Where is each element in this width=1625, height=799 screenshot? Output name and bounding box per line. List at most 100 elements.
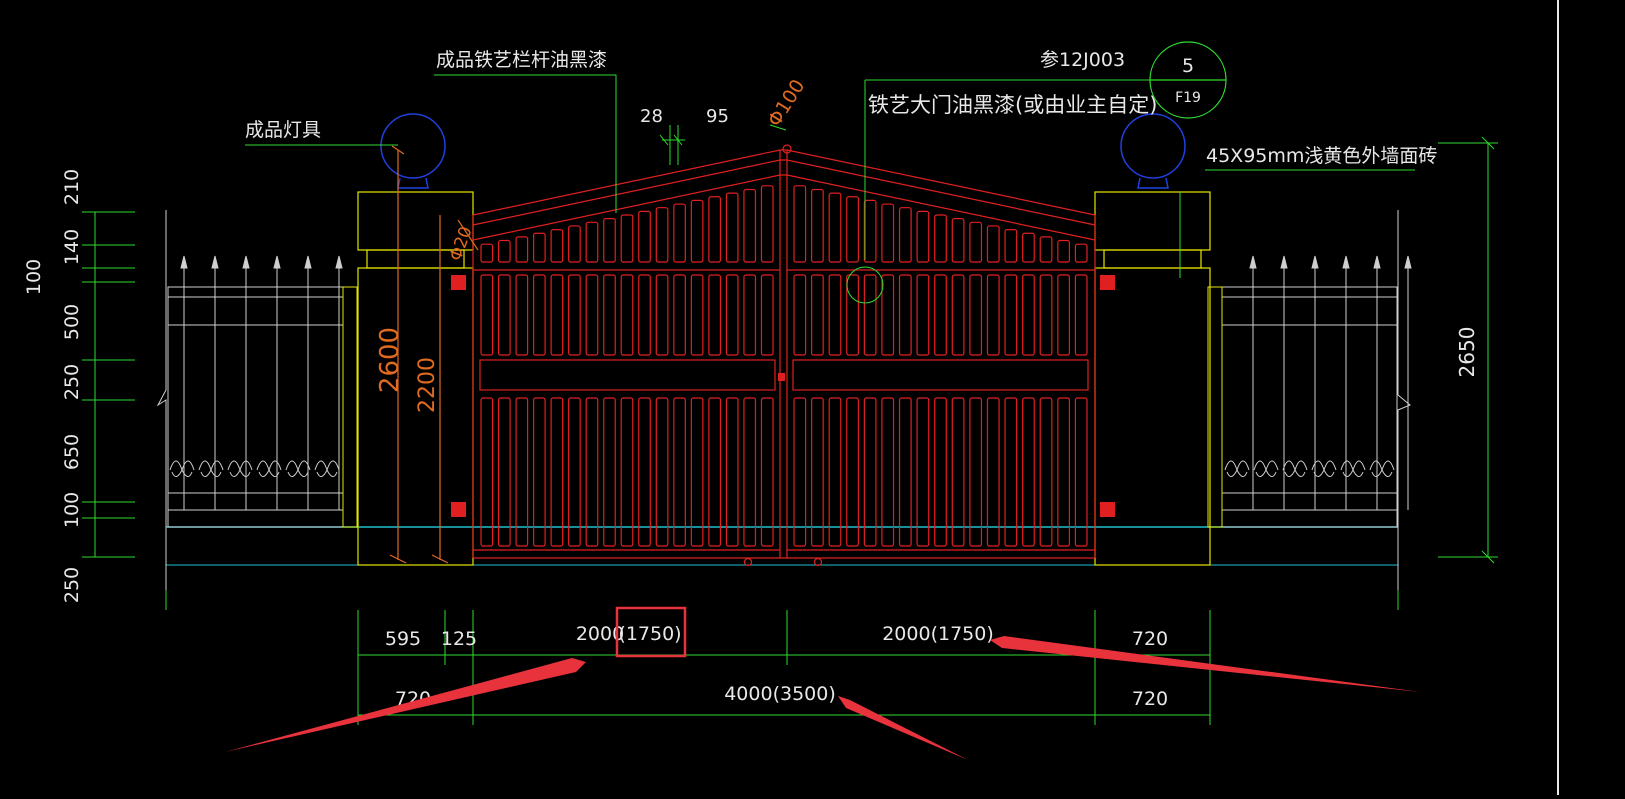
fence-scroll [1323,460,1337,477]
gate-mid-bar [1022,274,1035,356]
gate-bottom-bar [793,397,807,547]
gate-mid-bar [898,274,912,356]
gate-bottom-bar [550,397,564,547]
dim-250-mid: 250 [61,364,83,400]
gate-top-bar [846,196,859,263]
gate-bottom-bar [881,397,895,547]
picket-spear-tip [273,255,281,269]
diameter-20: Φ20 [446,224,477,264]
gate-bottom-bar [532,397,546,547]
dim-total: 4000(3500) [724,683,836,705]
right-dimension [1438,136,1498,564]
detail-sheet: F19 [1175,90,1201,106]
gate-mid-bar [743,274,757,356]
picket-spear-tip [180,255,188,269]
gate-top-bar [881,203,895,263]
annotation-arrows [225,636,1420,760]
gate-top-bar [1039,236,1053,263]
gate-top-bar [969,221,983,263]
gate-mid-bar [1057,274,1071,356]
gate-bottom-bar [725,397,739,547]
gate-top-bar [951,218,965,263]
left-fence [156,210,358,590]
right-fence [1207,210,1412,590]
ref-note: 参12J003 [1040,49,1125,71]
dim-leaf-right: 2000(1750) [882,623,994,645]
fence-scroll [1311,460,1325,477]
gate-bottom-bar [1039,397,1053,547]
gate-note: 铁艺大门油黑漆(或由业主自定) [868,93,1157,117]
gate-top-bar [863,199,877,263]
gate-bottom-bar [1004,397,1018,547]
gate-top-bar [532,232,546,263]
gate-top-bar [638,210,651,263]
fence-scroll [1381,460,1395,477]
gate-top-bar [655,207,669,263]
picket-spear-tip [1311,255,1319,269]
detail-number: 5 [1182,55,1194,77]
gate-bottom-bar [655,397,669,547]
gate-mid-bar [760,274,774,356]
gate-top-bar [810,188,824,263]
ground-line [166,526,1398,566]
gate-mid-bar [934,274,947,356]
gate-bottom-bar [760,397,774,547]
fence-scroll [256,460,270,477]
dim-595: 595 [385,628,421,650]
gate-top-bar [1004,228,1018,263]
gate-bottom-bar [916,397,930,547]
fence-scroll [1253,460,1267,477]
fence-scroll [1369,460,1383,477]
dim-28: 28 [640,106,663,127]
arrow-to-total [838,696,968,760]
picket-spear-tip [304,255,312,269]
gate-bottom-bar [934,397,947,547]
gate-bottom-bar [638,397,651,547]
dim-500: 500 [61,304,83,340]
fence-scroll [1294,460,1308,477]
gate-top-bar [568,225,581,263]
gate-mid-bar [550,274,564,356]
gate-mid-bar [585,274,599,356]
annotation-leaders [245,74,1415,304]
gate-bottom-bar [969,397,983,547]
gate-top-bar [793,185,807,263]
dim-100-bottom: 100 [61,492,83,528]
gate-bottom-bar [1074,397,1088,547]
gate-hinges [451,275,1115,517]
gate-bottom-bar [828,397,842,547]
highlight-box [615,606,687,658]
picket-spear-tip [1280,255,1288,269]
bottom-dimension-labels: 595 125 2000 (1750) 2000(1750) 720 720 7… [385,623,1168,710]
dim-95: 95 [706,106,729,127]
gate-bottom-bar [497,397,511,547]
gate-mid-bar [793,274,807,356]
gate-bottom-bar [690,397,704,547]
fence-scroll [1265,460,1279,477]
picket-spear-tip [211,255,219,269]
fence-scroll [210,460,224,477]
height-2600: 2600 [375,327,405,393]
fence-scroll [1340,460,1354,477]
fence-scroll [239,460,253,477]
fence-scroll [268,460,282,477]
picket-spear-tip [1404,255,1412,269]
gate-top-bar [934,214,947,263]
dim-140: 140 [61,229,83,265]
gate-mid-bar [846,274,859,356]
gate-top-bar [515,236,529,263]
gate-bottom-bar [585,397,599,547]
fence-scroll [1282,460,1296,477]
gate-top-bar [480,243,494,263]
gate-bottom-bar [898,397,912,547]
gate-top-bar [725,192,739,263]
gate-mid-bar [951,274,965,356]
gate-mid-bar [725,274,739,356]
gate-top-bar [673,203,686,263]
gate-bottom-bar [673,397,686,547]
gate-top-bar [497,239,511,263]
gate-bottom-bar [515,397,529,547]
gate-top-bar [898,207,912,263]
